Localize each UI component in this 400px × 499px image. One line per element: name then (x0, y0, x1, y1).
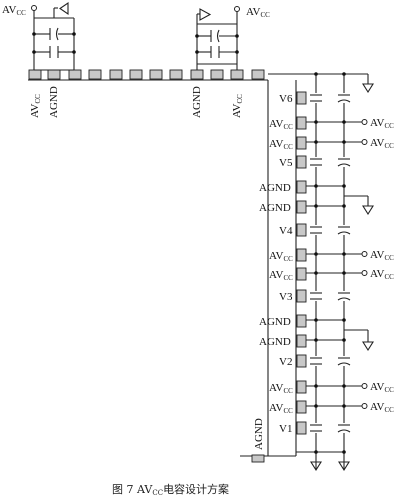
side-pin-avcc (296, 136, 307, 150)
top-pin-row (28, 69, 265, 80)
side-label-v3: V3 (279, 291, 293, 303)
ext-avcc-label: AVCC (370, 137, 394, 150)
svg-text:AVCC: AVCC (231, 94, 244, 118)
side-label-v6: V6 (279, 93, 293, 105)
pin-top-nc (109, 69, 123, 80)
side-label-v2: V2 (279, 356, 292, 368)
top-pin-label-avcc-right: AVCC (231, 94, 244, 118)
bottom-label-agnd: AGND (253, 418, 265, 450)
pin-top-nc (88, 69, 102, 80)
side-pin-agnd (296, 334, 307, 348)
side-pin-v4 (296, 223, 307, 237)
pin-top-nc (129, 69, 143, 80)
top-pin-label-agnd-left: AGND (48, 86, 60, 118)
side-label-agnd: AGND (259, 182, 291, 194)
side-pin-v3 (296, 289, 307, 303)
side-pin-v2 (296, 354, 307, 368)
side-label-agnd: AGND (259, 336, 291, 348)
avcc-terminal (234, 6, 240, 12)
top-left-avcc-label: AVCC (2, 4, 26, 17)
side-pin-agnd (296, 314, 307, 328)
pin-top-avcc-left (28, 69, 42, 80)
side-label-avcc: AVCC (269, 402, 293, 415)
side-pin-v5 (296, 155, 307, 169)
side-label-avcc: AVCC (269, 269, 293, 282)
pin-top-nc (149, 69, 163, 80)
side-pin-v1 (296, 421, 307, 435)
pin-top-nc (210, 69, 224, 80)
pin-top-corner (251, 69, 265, 80)
top-pin-label-agnd-right: AGND (191, 86, 203, 118)
side-pin-avcc (296, 400, 307, 414)
side-label-avcc: AVCC (269, 382, 293, 395)
side-pin-labels: V6 AVCC AVCC V5 AGND AGND V4 AVCC AVCC V… (253, 93, 293, 450)
pin-top-agnd-right (190, 69, 204, 80)
bottom-pin-agnd (251, 454, 265, 463)
ext-avcc-label: AVCC (370, 381, 394, 394)
ext-avcc-label: AVCC (370, 268, 394, 281)
ext-avcc-label: AVCC (370, 401, 394, 414)
side-pin-avcc (296, 116, 307, 130)
pin-top-avcc-right (230, 69, 244, 80)
side-label-agnd: AGND (259, 202, 291, 214)
svg-text:AVCC: AVCC (29, 94, 42, 118)
side-label-v5: V5 (279, 157, 293, 169)
top-pin-label-avcc-left: AVCC (29, 94, 42, 118)
top-right-decoupling (195, 6, 240, 70)
side-decoupling (268, 72, 374, 472)
ext-avcc-label: AVCC (370, 249, 394, 262)
side-pin-avcc (296, 267, 307, 281)
side-pin-agnd (296, 180, 307, 194)
pin-top-nc (169, 69, 183, 80)
external-avcc-labels: AVCC AVCC AVCC AVCC AVCC AVCC (370, 117, 394, 414)
side-label-avcc: AVCC (269, 118, 293, 131)
pin-top-agnd-left (47, 69, 61, 80)
top-left-decoupling (31, 1, 76, 71)
side-pin-avcc (296, 248, 307, 262)
side-pin-avcc (296, 380, 307, 394)
top-right-avcc-label: AVCC (246, 6, 270, 19)
side-pin-v6 (296, 91, 307, 105)
side-pin-agnd (296, 200, 307, 214)
side-label-avcc: AVCC (269, 138, 293, 151)
figure-caption: 图 7 AVCC电容设计方案 (112, 482, 229, 497)
side-label-v1: V1 (279, 423, 292, 435)
side-label-avcc: AVCC (269, 250, 293, 263)
side-label-agnd: AGND (259, 316, 291, 328)
ext-avcc-label: AVCC (370, 117, 394, 130)
side-pin-column (251, 91, 307, 463)
avcc-terminal (31, 5, 37, 11)
pin-top-nc (68, 69, 82, 80)
side-label-v4: V4 (279, 225, 293, 237)
